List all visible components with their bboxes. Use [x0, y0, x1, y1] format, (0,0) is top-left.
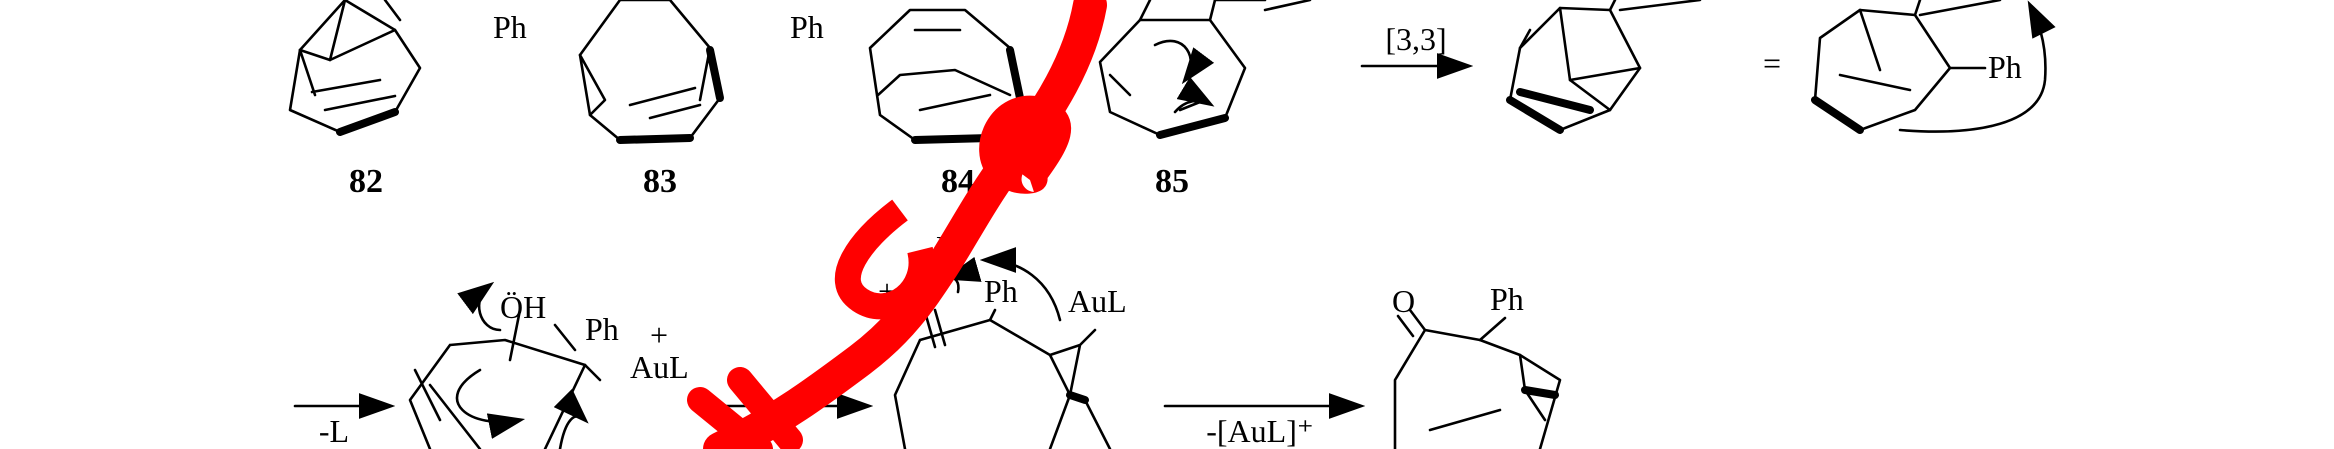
watermark-stroke-c [834, 199, 935, 320]
ph-label-89: Ph [984, 273, 1018, 309]
aul-label-88: AuL [630, 349, 689, 385]
minus-l-arrow: -L [293, 393, 396, 449]
sigmatropic-label: [3,3] [1385, 21, 1446, 57]
structure-86 [1506, 0, 1702, 134]
equals-sign: = [1763, 45, 1781, 81]
ph-label-83: Ph [493, 9, 527, 45]
sigmatropic-arrow: [3,3] [1360, 21, 1474, 79]
ph-label-84: Ph [790, 9, 824, 45]
watermark-stroke [703, 0, 1107, 449]
structure-87 [1811, 0, 2056, 134]
structure-85 [1098, 0, 1312, 139]
oh-label: ÖH [500, 289, 546, 325]
plus-88: + [650, 317, 668, 353]
watermark [687, 0, 1107, 449]
compound-85-label: 85 [1155, 163, 1189, 200]
minus-l-label: -L [319, 413, 349, 449]
ph-label-88: Ph [585, 311, 619, 347]
structure-88 [408, 281, 602, 449]
minus-aul-label: -[AuL]⁺ [1206, 413, 1314, 449]
ph-label-87: Ph [1988, 49, 2022, 85]
structure-82 [288, 0, 422, 136]
aul-label-89: AuL [1068, 283, 1127, 319]
compound-82-label: 82 [349, 163, 383, 200]
compound-83-label: 83 [643, 163, 677, 200]
structure-90 [1393, 308, 1562, 449]
watermark-stroke-d [687, 367, 803, 449]
minus-aul-arrow: -[AuL]⁺ [1163, 393, 1366, 449]
ph-label-90: Ph [1490, 281, 1524, 317]
o-label-90: O [1392, 283, 1415, 319]
structure-83 [578, 0, 724, 144]
